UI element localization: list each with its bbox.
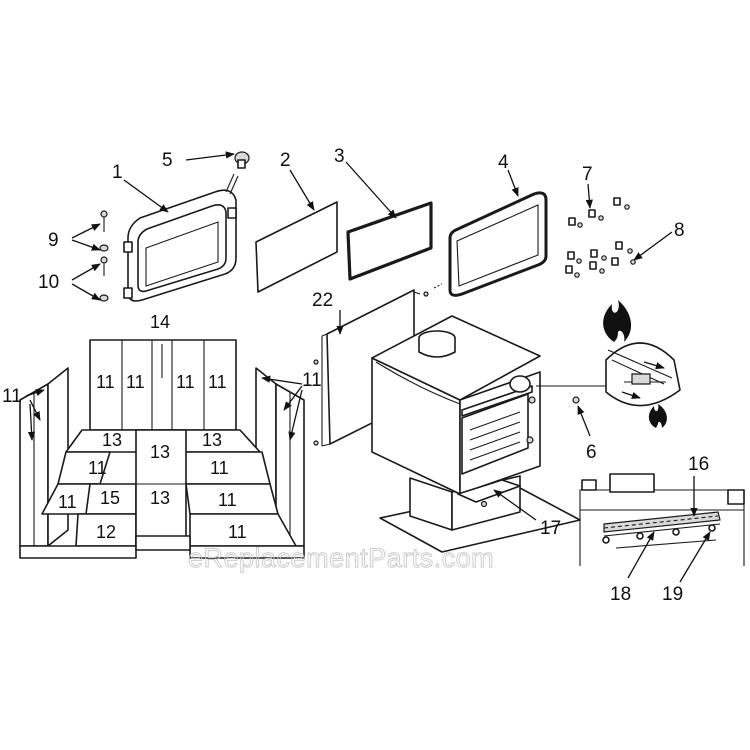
clip-screws-part[interactable]	[574, 204, 636, 278]
callout-22: 22	[312, 290, 333, 311]
brick-label: 13	[150, 442, 170, 462]
brick-label: 12	[96, 522, 116, 542]
leader-lines	[25, 151, 711, 583]
callout-11-left: 11	[2, 386, 22, 407]
callout-labels: 1 2 3 4 5 6 7 8 9 10 11 11 16 17 18 19 2…	[2, 146, 709, 605]
stove-body	[371, 315, 581, 553]
callout-5: 5	[162, 150, 173, 171]
brick-label: 13	[202, 430, 222, 450]
brick-label: 11	[88, 458, 107, 478]
callout-8: 8	[674, 220, 685, 241]
glass-gasket-part[interactable]	[346, 201, 433, 281]
callout-6: 6	[586, 442, 597, 463]
door-frame-part[interactable]	[123, 173, 239, 302]
door-glass-part[interactable]	[255, 201, 338, 293]
callout-1: 1	[112, 162, 123, 183]
callout-9: 9	[48, 230, 59, 251]
callout-11-right: 11	[302, 370, 322, 391]
baffle-detail	[579, 473, 745, 566]
brick-label: 11	[58, 492, 77, 512]
brick-label: 11	[176, 372, 195, 392]
door-gasket-part[interactable]	[448, 191, 548, 297]
brick-label: 11	[96, 372, 115, 392]
brick-labels: 14 11 11 11 11 13 13 13 11 11 11 15 13 1…	[58, 312, 247, 542]
flame-icon	[603, 300, 667, 428]
air-control-detail	[536, 342, 681, 407]
brick-label: 13	[150, 488, 170, 508]
callout-17: 17	[540, 518, 561, 539]
brick-label: 11	[228, 522, 247, 542]
callout-4: 4	[498, 152, 509, 173]
callout-19: 19	[662, 584, 683, 605]
brick-label: 11	[208, 372, 227, 392]
callout-16: 16	[688, 454, 709, 475]
brick-label: 15	[100, 488, 120, 508]
watermark-text: eReplacementParts.com	[188, 543, 494, 573]
brick-label: 11	[218, 490, 237, 510]
callout-2: 2	[280, 150, 291, 171]
firebrick-set	[19, 339, 305, 559]
door-handle-knob-part[interactable]	[234, 151, 250, 169]
brick-label: 11	[210, 458, 229, 478]
callout-7: 7	[582, 164, 593, 185]
brick-label: 11	[126, 372, 145, 392]
glass-clips-part[interactable]	[565, 197, 623, 274]
air-control-screw-part[interactable]	[572, 396, 580, 404]
callout-18: 18	[610, 584, 631, 605]
callout-3: 3	[334, 146, 345, 167]
callout-10: 10	[38, 272, 59, 293]
brick-label: 13	[102, 430, 122, 450]
hinge-screws-part[interactable]	[100, 210, 108, 276]
brick-label-14: 14	[150, 312, 170, 332]
